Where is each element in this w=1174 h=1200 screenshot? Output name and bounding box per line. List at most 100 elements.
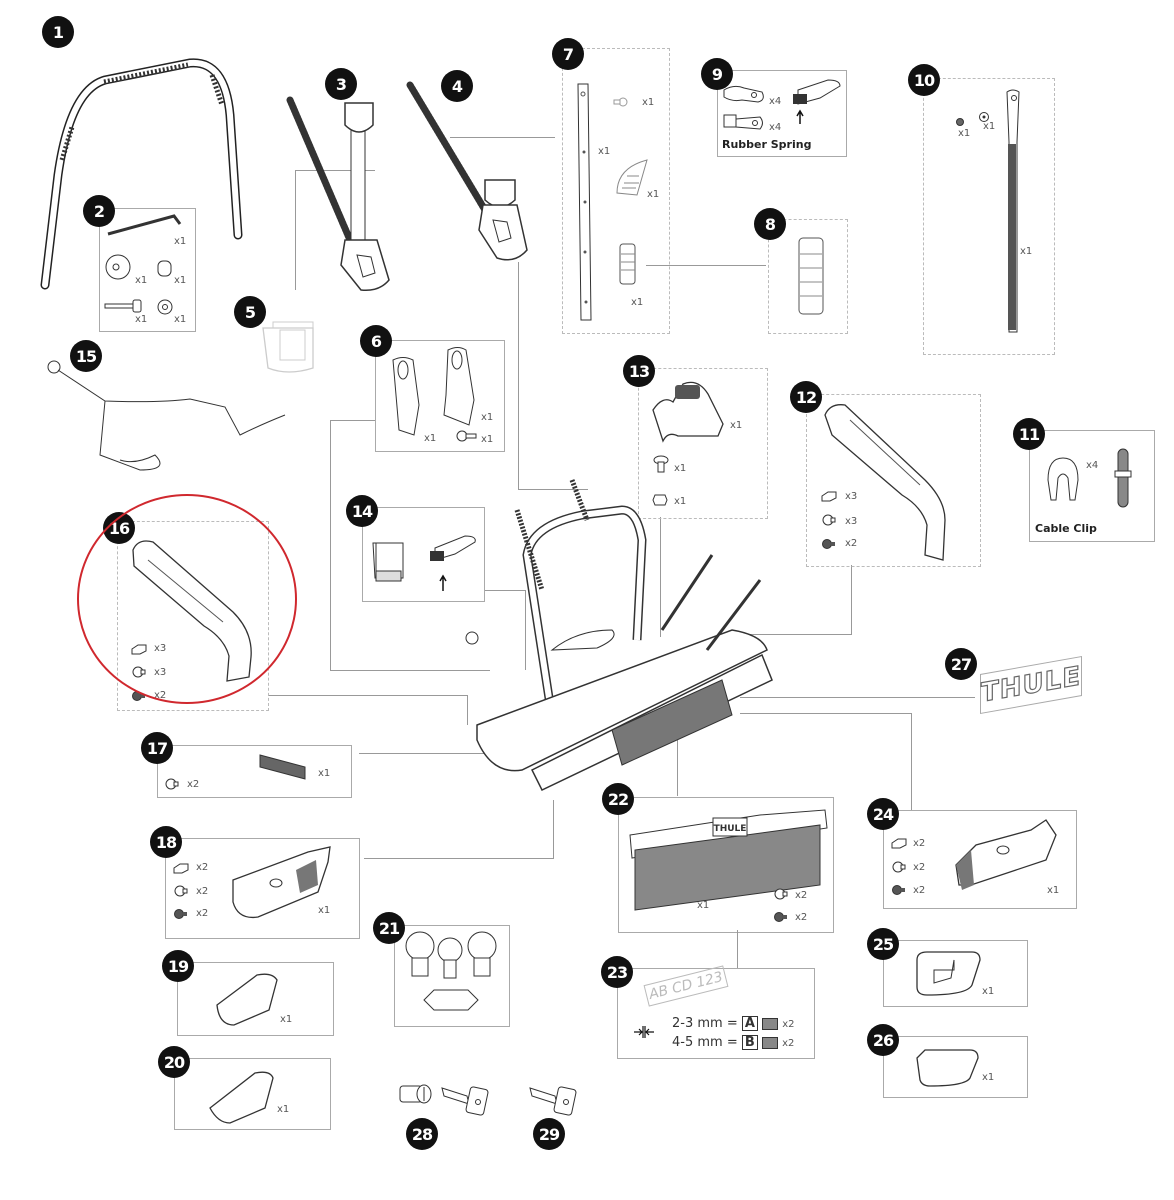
parts-box-14 [362,507,485,602]
part-number-badge: 5 [234,296,266,328]
washer-icon [156,298,174,316]
quantity-label: x1 [174,236,187,247]
part-number-badge: 22 [602,783,634,815]
part-number-badge: 20 [158,1046,190,1078]
part-number-badge: 15 [70,340,102,372]
right-lens-illustration[interactable] [912,1044,982,1089]
leader-line [450,137,555,138]
knob-icon [104,252,134,282]
strap-bar-icon [575,82,595,322]
parts-box-12 [806,394,981,567]
frame-holder-long-illustration[interactable] [285,95,415,295]
quantity-label: x2 [196,908,209,919]
leader-line [518,262,519,490]
screw-icon [174,908,187,920]
rubber-spring-b-icon [722,111,767,133]
parts-box-13 [638,368,768,519]
light-housing-left-illustration[interactable] [228,845,338,925]
quantity-label: x1 [174,275,187,286]
part-number-badge: 12 [790,381,822,413]
spacer-letter: B [741,1035,758,1050]
leader-line [911,713,912,810]
bike-carrier-main-illustration[interactable] [462,480,792,800]
parts-box-8 [768,219,848,334]
thule-logo-text: THULE [980,661,1081,710]
part-number-badge: 6 [360,325,392,357]
bulbs-illustration[interactable] [402,930,502,1022]
key-icon[interactable] [440,1082,492,1118]
frame-holder-short-illustration[interactable] [405,80,535,270]
tilt-pedal-illustration[interactable] [648,380,728,445]
wheel-strap-illustration[interactable] [1005,88,1025,338]
left-lens-cover-illustration[interactable] [212,970,282,1028]
part-number-badge: 4 [441,70,473,102]
quantity-label: x2 [187,779,200,790]
parts-box-18 [165,838,360,939]
part-number-badge: 23 [601,956,633,988]
part-number-badge: 24 [867,798,899,830]
spacer-b-icon [761,1036,778,1049]
parts-box-24 [883,810,1077,909]
buckle-with-arrow-icon [793,78,843,133]
strap-pad-illustration[interactable] [796,236,826,318]
part-number-badge: 26 [867,1024,899,1056]
part-number-badge: 13 [623,355,655,387]
quantity-label: x1 [174,314,187,325]
push-rivet-icon [774,888,788,902]
quantity-label: x1 [481,434,494,445]
rubber-spring-label: Rubber Spring [722,138,812,151]
part-number-badge: 17 [141,732,173,764]
quantity-label: x1 [1020,246,1033,257]
wiring-harness-illustration[interactable] [40,355,300,485]
hinge-cover-right-icon [440,345,478,430]
quantity-label: x2 [913,838,926,849]
quantity-label: x2 [795,912,808,923]
parts-box-9 [717,70,847,157]
lock-cylinder-icon[interactable] [398,1080,434,1108]
quantity-label: x4 [769,122,782,133]
light-housing-right-illustration[interactable] [948,820,1058,900]
cable-clip-label: Cable Clip [1035,522,1097,535]
frame-holder-sleeve-illustration[interactable] [258,318,323,376]
screw-icon [892,884,905,896]
right-frame-cover-illustration[interactable] [820,400,970,560]
quantity-label: x1 [982,1072,995,1083]
leader-line [364,858,554,859]
strap-pad-small-icon [618,242,638,287]
right-lens-cover-illustration[interactable] [912,950,982,1000]
spacer-a-icon [762,1017,779,1030]
hinge-cover-left-icon [388,355,423,440]
leader-line [553,800,554,858]
bike-arch-illustration[interactable] [40,55,250,295]
quantity-label: x1 [958,128,971,139]
left-lens-illustration[interactable] [205,1068,280,1123]
parts-box-20 [174,1058,331,1130]
parts-box-26 [883,1036,1028,1098]
leader-line [660,517,661,637]
license-plate-holder-illustration[interactable]: THULE [625,800,830,910]
spacer-row: 2-3 mm = A x2 [672,1016,794,1031]
spacer-letter: A [741,1016,758,1031]
quantity-label: x1 [983,121,996,132]
parts-box-10 [923,78,1055,355]
highlight-circle [77,494,297,704]
quantity-label: x2 [782,1019,795,1030]
parts-box-6 [375,340,505,452]
quantity-label: x2 [795,890,808,901]
leader-line [677,738,678,796]
hex-key-icon [106,212,181,237]
reflector-icon [257,752,309,782]
quantity-label: x1 [135,314,148,325]
part-number-badge: 27 [945,648,977,680]
spare-key-icon[interactable] [528,1082,580,1118]
leader-line [851,565,852,635]
clip-nut-icon [820,490,838,502]
thickness-range: 2-3 mm = [672,1016,738,1031]
leader-line [268,695,468,696]
quantity-label: x2 [782,1038,795,1049]
buckle-housing-icon [368,538,413,588]
bolt-icon [103,298,145,314]
bolt-head-icon [652,455,670,475]
part-number-badge: 1 [42,16,74,48]
thule-logo-badge[interactable]: THULE [980,656,1082,714]
